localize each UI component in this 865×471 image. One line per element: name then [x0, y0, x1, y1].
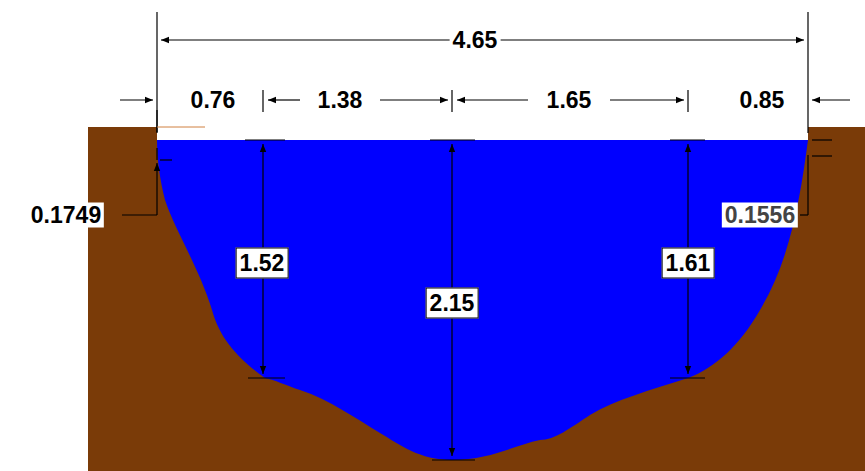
depth-value: 1.61 [662, 248, 715, 279]
ground [88, 127, 865, 471]
bank-offset: 0.1749 [28, 203, 104, 228]
depth-value: 2.15 [426, 288, 479, 319]
segment-width: 1.38 [315, 88, 366, 113]
dimension-lines [120, 12, 850, 460]
open-air [157, 120, 808, 140]
water [157, 140, 808, 460]
bank-top [157, 127, 205, 128]
total-width: 4.65 [450, 28, 501, 53]
segment-width: 0.85 [737, 88, 788, 113]
segment-width: 0.76 [188, 88, 239, 113]
bank-offset: 0.1556 [722, 203, 798, 228]
depth-value: 1.52 [236, 248, 289, 279]
segment-width: 1.65 [544, 88, 595, 113]
